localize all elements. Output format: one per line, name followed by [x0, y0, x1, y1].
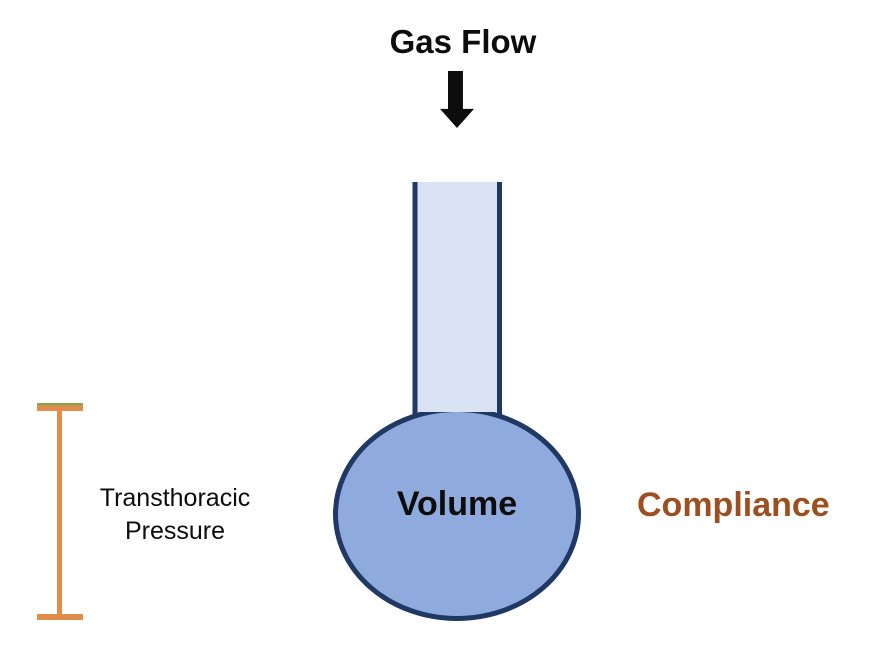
volume-label: Volume — [396, 485, 518, 523]
pressure-label-line1: Transthoracic — [99, 484, 251, 512]
tube-shape — [413, 182, 501, 412]
flask-graphic — [333, 182, 581, 621]
down-arrow-icon — [440, 71, 474, 128]
transthoracic-pressure-label: Transthoracic Pressure — [75, 482, 275, 548]
bracket-bottom-cap — [37, 614, 83, 620]
bracket-vertical-line — [57, 405, 62, 620]
bracket-top-highlight — [37, 403, 83, 405]
pressure-label-line2: Pressure — [124, 517, 226, 545]
compliance-label: Compliance — [637, 486, 830, 524]
gas-flow-title: Gas Flow — [389, 23, 537, 60]
